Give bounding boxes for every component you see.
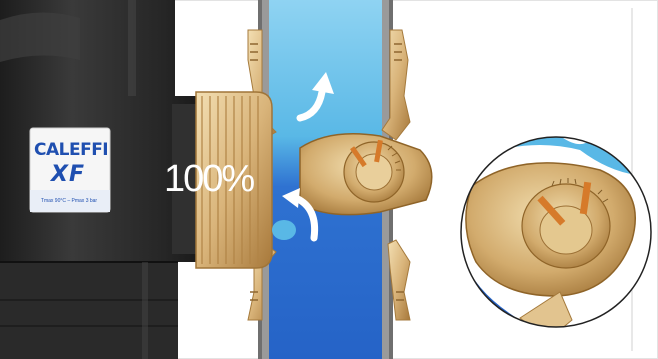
valve-opening-percentage: 100% [164,158,253,201]
brand-label: CALEFFI [34,140,102,160]
spec-label: Tmax 90°C – Pmax 3 bar [32,198,106,204]
model-label: XF [34,162,102,187]
